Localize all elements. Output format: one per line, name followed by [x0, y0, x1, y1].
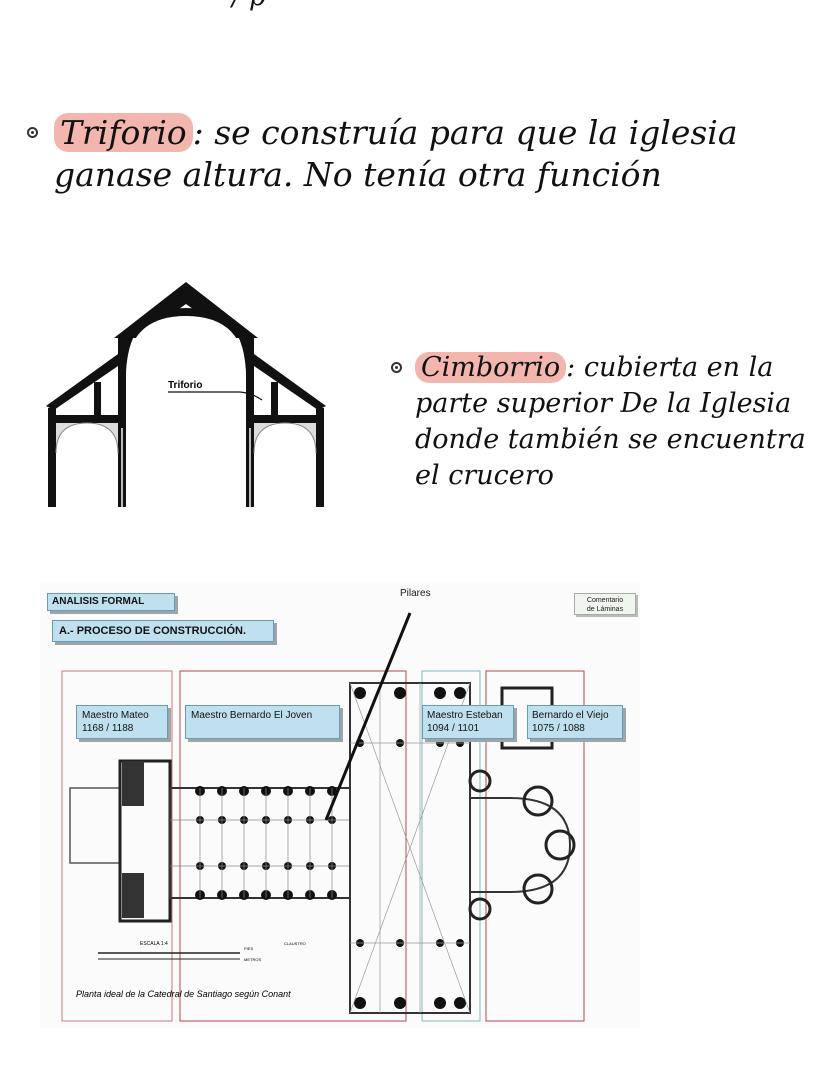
phase-name: Maestro Esteban — [427, 710, 503, 721]
cathedral-plan-drawing: ESCALA 1:4 PIES METROS CLAUSTRO Planta i… — [40, 583, 640, 1028]
scale-label: ESCALA 1:4 — [140, 941, 168, 947]
phase-name: Bernardo el Viejo — [532, 710, 609, 721]
cimborrio-term: Cimborrio — [415, 352, 567, 383]
scale-units-meters: METROS — [244, 957, 261, 962]
construction-header: A.- PROCESO DE CONSTRUCCIÓN. — [52, 620, 274, 642]
phase-dates: 1075 / 1088 — [532, 723, 585, 734]
phase-dates: 1168 / 1188 — [82, 723, 134, 734]
analysis-header-text: ANALISIS FORMAL — [52, 596, 145, 607]
phase-box-bernardo-viejo: Bernardo el Viejo 1075 / 1088 — [527, 705, 623, 739]
bullet-icon — [27, 127, 38, 138]
phase-name: Maestro Bernardo El Joven — [191, 710, 313, 721]
triforio-diagram-label: Triforio — [168, 380, 202, 391]
church-section-diagram: Triforio — [46, 282, 326, 507]
cimborrio-text: : cubierta en la parte superior De la Ig… — [415, 352, 806, 491]
phase-box-mateo: Maestro Mateo 1168 / 1188 — [76, 705, 168, 739]
comentario-line1: Comentario — [586, 597, 624, 604]
triforio-text: : se construía para que la iglesia ganas… — [54, 113, 738, 194]
scale-units-feet: PIES — [244, 946, 253, 951]
floor-plan-plate: ESCALA 1:4 PIES METROS CLAUSTRO Planta i… — [40, 583, 640, 1028]
phase-dates: 1094 / 1101 — [427, 723, 480, 734]
comentario-line2: de Láminas — [586, 606, 624, 613]
phase-box-esteban: Maestro Esteban 1094 / 1101 — [422, 705, 514, 739]
construction-header-text: A.- PROCESO DE CONSTRUCCIÓN. — [59, 625, 247, 637]
cimborrio-note: Cimborrio: cubierta en la parte superior… — [415, 350, 815, 494]
pilares-label: Pilares — [400, 588, 431, 599]
phase-box-bernardo-joven: Maestro Bernardo El Joven — [185, 705, 340, 739]
bullet-icon — [391, 362, 402, 373]
comentario-box: Comentario de Láminas — [574, 593, 636, 615]
plan-caption: Planta ideal de la Catedral de Santiago … — [76, 989, 291, 999]
claustro-label: CLAUSTRO — [284, 941, 306, 946]
analysis-header: ANALISIS FORMAL — [47, 593, 175, 611]
triforio-note: Triforio: se construía para que la igles… — [54, 112, 754, 196]
triforio-term: Triforio — [54, 113, 193, 152]
phase-name: Maestro Mateo — [82, 710, 149, 721]
top-text-fragment: / p — [232, 0, 266, 12]
